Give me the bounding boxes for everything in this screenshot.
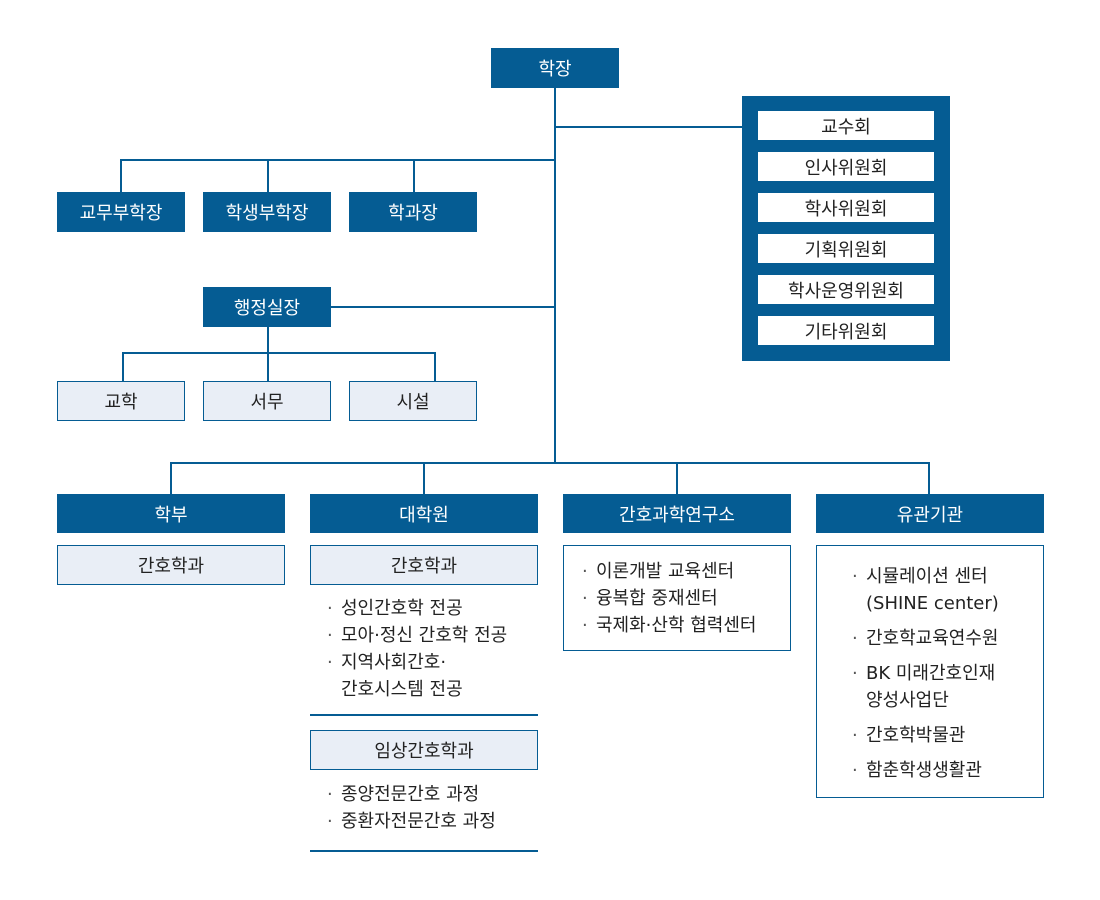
graduate-nursing-dept: 간호학과 xyxy=(310,545,538,585)
admin-team-academic: 교학 xyxy=(57,381,185,421)
department-chair: 학과장 xyxy=(349,192,477,232)
graduate-clinical-dept: 임상간호학과 xyxy=(310,730,538,770)
division-undergrad: 학부 xyxy=(57,494,285,533)
connector-division-3 xyxy=(676,462,678,494)
graduate-nursing-majors: 성인간호학 전공 모아·정신 간호학 전공 지역사회간호·간호시스템 전공 xyxy=(327,595,537,703)
connector-committee xyxy=(555,126,742,128)
list-item: 시뮬레이션 센터(SHINE center) xyxy=(852,563,1037,617)
connector-divisions-horizontal xyxy=(170,462,930,464)
list-item: 함춘학생생활관 xyxy=(852,757,1037,784)
committee-planning: 기획위원회 xyxy=(758,234,934,263)
graduate-divider-1 xyxy=(310,714,538,716)
list-item: 간호학박물관 xyxy=(852,722,1037,749)
connector-team-2 xyxy=(267,352,269,381)
connector-team-1 xyxy=(122,352,124,381)
affiliated-items: 시뮬레이션 센터(SHINE center) 간호학교육연수원 BK 미래간호인… xyxy=(852,563,1037,784)
committee-academic-operation: 학사운영위원회 xyxy=(758,275,934,304)
committee-other: 기타위원회 xyxy=(758,316,934,345)
connector-vice-dean-2 xyxy=(267,159,269,192)
list-item: 지역사회간호·간호시스템 전공 xyxy=(327,649,537,703)
admin-team-facilities: 시설 xyxy=(349,381,477,421)
graduate-divider-2 xyxy=(310,850,538,852)
admin-team-general: 서무 xyxy=(203,381,331,421)
list-item: 국제화·산학 협력센터 xyxy=(582,612,787,639)
list-item: 이론개발 교육센터 xyxy=(582,558,787,585)
list-item: 간호학교육연수원 xyxy=(852,625,1037,652)
committee-faculty-council: 교수회 xyxy=(758,111,934,140)
connector-division-2 xyxy=(423,462,425,494)
connector-vice-dean-1 xyxy=(120,159,122,192)
connector-admin-teams-horizontal xyxy=(122,352,436,354)
list-item: 성인간호학 전공 xyxy=(327,595,537,622)
division-institute: 간호과학연구소 xyxy=(563,494,791,533)
list-item: 종양전문간호 과정 xyxy=(327,781,537,808)
admin-head: 행정실장 xyxy=(203,287,331,327)
list-item: 모아·정신 간호학 전공 xyxy=(327,622,537,649)
committee-academic: 학사위원회 xyxy=(758,193,934,222)
connector-division-4 xyxy=(928,462,930,494)
list-item: 중환자전문간호 과정 xyxy=(327,808,537,835)
undergrad-nursing-dept: 간호학과 xyxy=(57,545,285,585)
list-item: 융복합 중재센터 xyxy=(582,585,787,612)
institute-centers: 이론개발 교육센터 융복합 중재센터 국제화·산학 협력센터 xyxy=(582,558,787,639)
connector-admin xyxy=(330,306,556,308)
president-label: 학장 xyxy=(538,59,572,80)
division-graduate: 대학원 xyxy=(310,494,538,533)
division-affiliated: 유관기관 xyxy=(816,494,1044,533)
vice-dean-student: 학생부학장 xyxy=(203,192,331,232)
connector-main-vertical xyxy=(554,88,556,464)
committee-personnel: 인사위원회 xyxy=(758,152,934,181)
graduate-clinical-courses: 종양전문간호 과정 중환자전문간호 과정 xyxy=(327,781,537,835)
connector-team-3 xyxy=(434,352,436,381)
president-box: 학장 xyxy=(491,48,619,88)
vice-dean-academic: 교무부학장 xyxy=(57,192,185,232)
connector-vice-dean-3 xyxy=(413,159,415,192)
connector-division-1 xyxy=(170,462,172,494)
connector-admin-down xyxy=(267,327,269,353)
connector-vice-deans-horizontal xyxy=(120,159,556,161)
